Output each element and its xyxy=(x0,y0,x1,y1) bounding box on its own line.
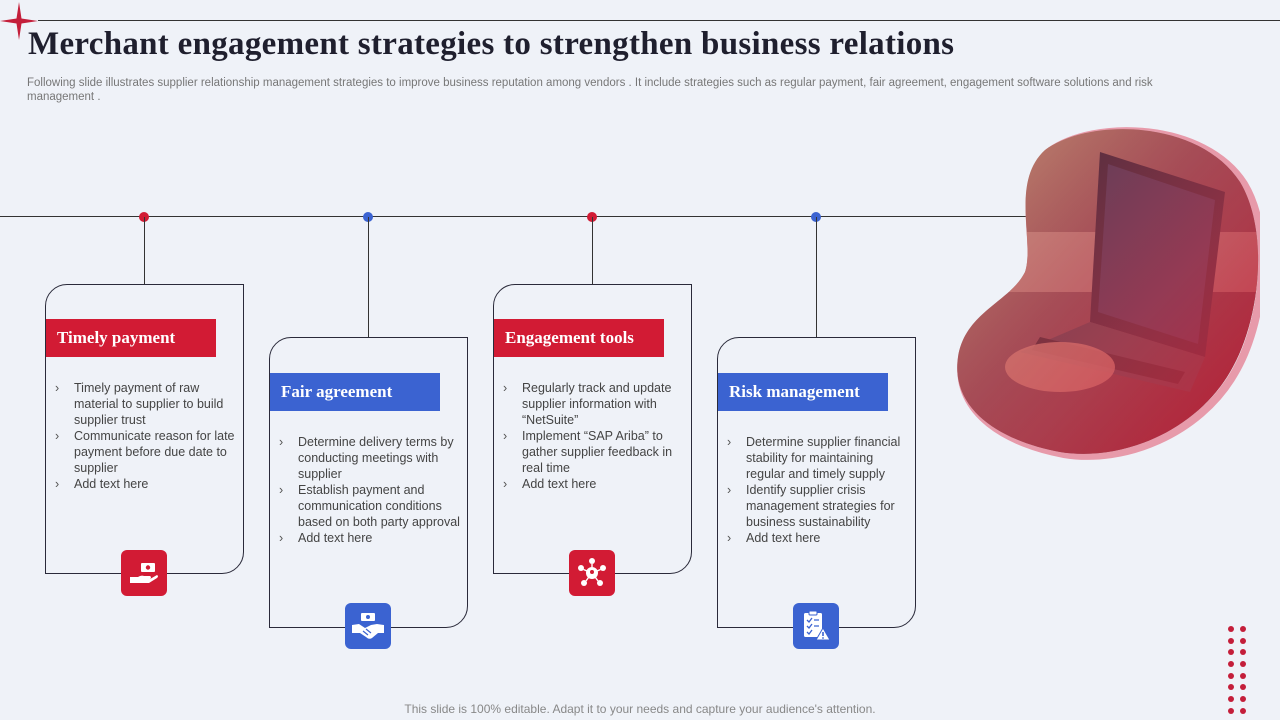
header-rule xyxy=(38,20,1280,21)
bullet-list: Determine delivery terms by conducting m… xyxy=(279,434,461,546)
network-people-icon xyxy=(569,550,615,596)
handshake-icon xyxy=(345,603,391,649)
bullet-item: Implement “SAP Ariba” to gather supplier… xyxy=(503,428,685,476)
bullet-item: Regularly track and update supplier info… xyxy=(503,380,685,428)
timeline-connector xyxy=(816,217,817,338)
page-subtitle: Following slide illustrates supplier rel… xyxy=(27,77,1153,103)
bullet-item: Add text here xyxy=(503,476,685,492)
laptop-photo xyxy=(957,127,1260,460)
bullet-item: Determine supplier financial stability f… xyxy=(727,434,909,482)
timeline-line xyxy=(0,216,1040,217)
footer-note: This slide is 100% editable. Adapt it to… xyxy=(404,702,876,716)
card-title: Fair agreement xyxy=(270,373,440,411)
strategy-card-engagement-tools: Engagement tools Regularly track and upd… xyxy=(493,284,692,574)
strategy-card-fair-agreement: Fair agreement Determine delivery terms … xyxy=(269,337,468,628)
hand-money-icon xyxy=(121,550,167,596)
strategy-card-timely-payment: Timely payment Timely payment of raw mat… xyxy=(45,284,244,574)
bullet-item: Establish payment and communication cond… xyxy=(279,482,461,530)
page-title: Merchant engagement strategies to streng… xyxy=(28,26,955,62)
timeline-connector xyxy=(368,217,369,338)
timeline-connector xyxy=(144,217,145,285)
bullet-item: Identify supplier crisis management stra… xyxy=(727,482,909,530)
card-title: Risk management xyxy=(718,373,888,411)
bullet-item: Determine delivery terms by conducting m… xyxy=(279,434,461,482)
bullet-item: Add text here xyxy=(727,530,909,546)
strategy-card-risk-management: Risk management Determine supplier finan… xyxy=(717,337,916,628)
star-icon xyxy=(0,2,38,40)
bullet-item: Add text here xyxy=(55,476,237,492)
risk-checklist-icon xyxy=(793,603,839,649)
bullet-item: Timely payment of raw material to suppli… xyxy=(55,380,237,428)
bullet-list: Determine supplier financial stability f… xyxy=(727,434,909,546)
bullet-item: Add text here xyxy=(279,530,461,546)
timeline-connector xyxy=(592,217,593,285)
bullet-list: Timely payment of raw material to suppli… xyxy=(55,380,237,492)
decorative-dot-grid xyxy=(1228,626,1252,714)
card-title: Timely payment xyxy=(46,319,216,357)
bullet-list: Regularly track and update supplier info… xyxy=(503,380,685,492)
bullet-item: Communicate reason for late payment befo… xyxy=(55,428,237,476)
card-title: Engagement tools xyxy=(494,319,664,357)
